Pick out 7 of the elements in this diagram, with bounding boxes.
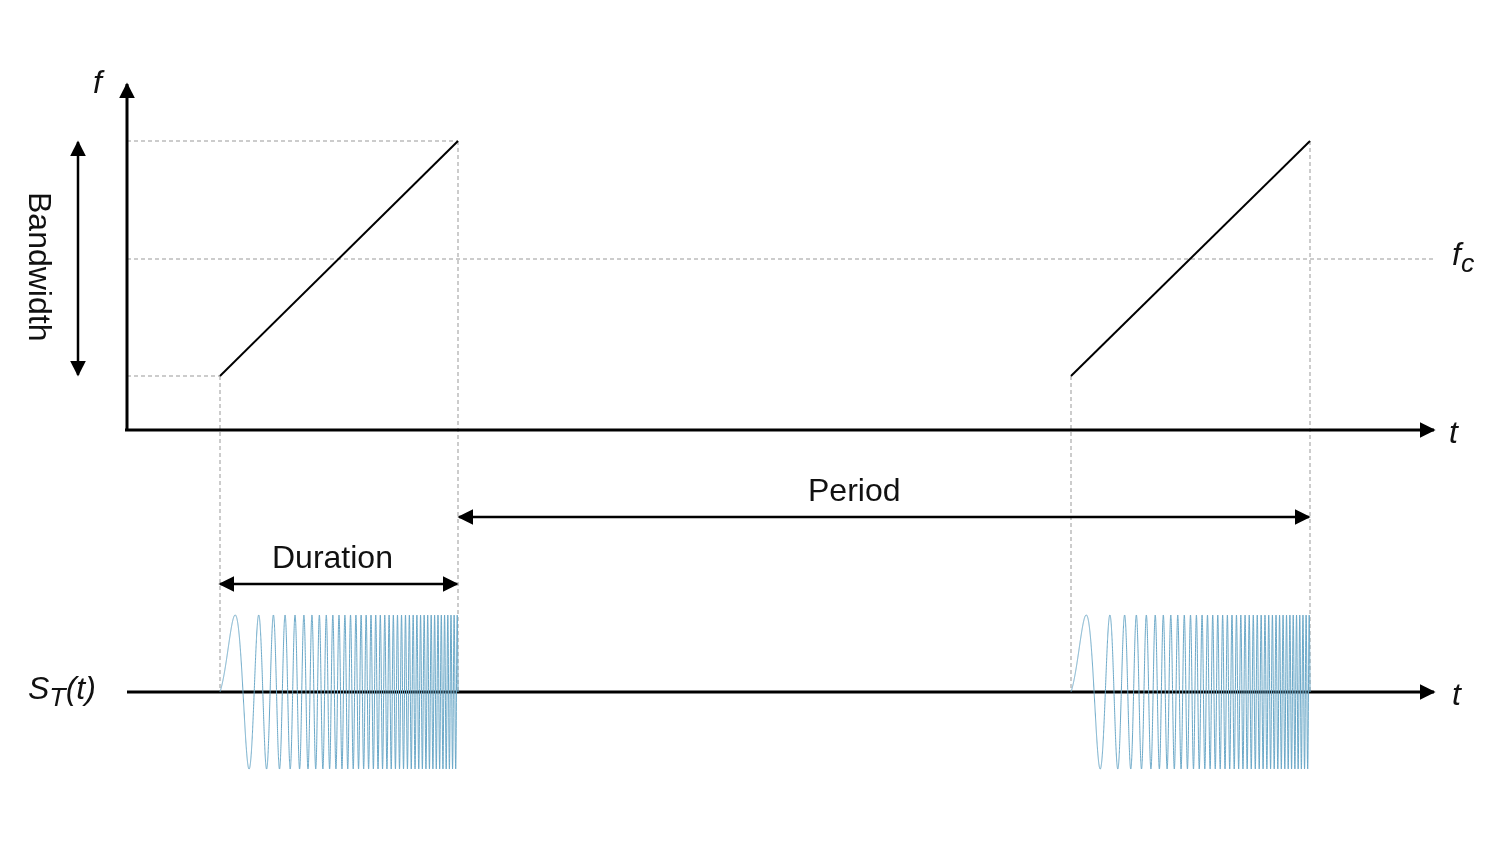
axis-label: Bandwidth: [24, 192, 56, 342]
dimension-label: Duration: [272, 541, 393, 573]
signal-label: S$_{T}$(t): [28, 672, 96, 712]
axis-label: t: [1449, 416, 1458, 448]
axis-label: f$_{c}$: [1452, 238, 1475, 278]
dimension-label: Period: [808, 474, 901, 506]
axis-label: t: [1452, 678, 1461, 710]
